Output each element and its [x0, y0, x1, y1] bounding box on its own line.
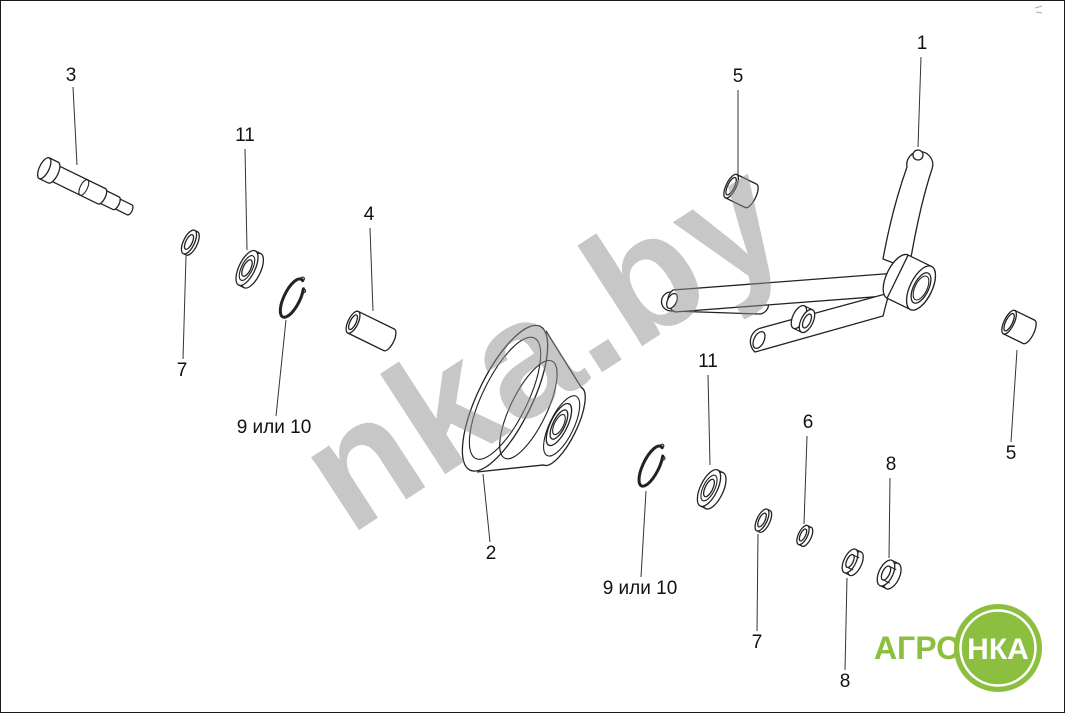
big-boss	[882, 253, 937, 311]
part-9-10-snap-ring-b	[637, 443, 666, 488]
corner-mark	[1034, 5, 1043, 14]
leader-line	[640, 490, 647, 578]
lower-plate-eye	[752, 330, 766, 350]
leader-line	[72, 86, 78, 166]
part-5-bushing-a	[723, 173, 759, 209]
leader-line	[482, 473, 491, 543]
leader-line	[844, 577, 848, 671]
part-8-nut-a	[841, 548, 864, 577]
leader-line	[756, 533, 759, 632]
logo-nka-text: НКА	[967, 633, 1029, 666]
leader-line	[275, 319, 287, 417]
leader-line	[803, 435, 808, 525]
watermark-text: nka.by	[268, 120, 817, 566]
part-2-roller	[461, 324, 586, 473]
part-label-8-b: 8	[840, 671, 851, 692]
part-label-5-a: 5	[733, 66, 744, 87]
part-4-spacer-sleeve	[345, 310, 397, 352]
leader-line	[707, 374, 711, 466]
leader-lines	[72, 56, 1018, 671]
part-1-lever-arm-assembly	[660, 149, 937, 353]
logo-circle-ring	[959, 609, 1037, 687]
part-3-bolt	[36, 156, 134, 216]
logo-agro-text: АГРО	[874, 630, 961, 666]
part-8-nut-b	[876, 559, 902, 590]
part-9-10-snap-ring-a	[278, 276, 307, 319]
part-label-8-a: 8	[886, 454, 897, 475]
part-7-washer-b	[754, 508, 773, 533]
part-labels: 3 11 4 5 1 7 9 или 10 2 11 9 или 10 6 7 …	[66, 33, 1017, 692]
leader-line	[182, 255, 187, 360]
upper-plate-eye	[665, 292, 679, 310]
leader-line	[369, 227, 374, 312]
part-5-bushing-b	[1001, 309, 1037, 345]
part-11-bearing-a	[235, 249, 265, 289]
part-label-9-10-b: 9 или 10	[603, 578, 678, 599]
part-label-7-b: 7	[752, 632, 763, 653]
part-label-11-b: 11	[698, 351, 718, 372]
part-label-4: 4	[364, 204, 375, 225]
part-label-1: 1	[917, 33, 928, 54]
mid-boss	[790, 304, 816, 334]
part-label-5-b: 5	[1006, 443, 1017, 464]
leader-line	[244, 148, 248, 251]
part-label-2: 2	[486, 543, 497, 564]
part-label-6: 6	[803, 412, 814, 433]
part-label-3: 3	[66, 65, 77, 86]
part-label-11-a: 11	[235, 125, 255, 146]
leader-line	[1010, 349, 1018, 443]
part-label-7-a: 7	[177, 360, 188, 381]
part-7-washer-a	[180, 229, 200, 256]
logo-circle	[954, 604, 1042, 692]
leader-line	[917, 56, 922, 148]
part-6-washer	[796, 524, 814, 548]
part-11-bearing-b	[696, 468, 727, 510]
lever-plate	[882, 150, 934, 270]
lever-hole	[912, 149, 924, 161]
leader-line	[888, 477, 891, 559]
part-label-9-10-a: 9 или 10	[237, 417, 312, 438]
lower-link-plate	[749, 292, 890, 353]
logo: АГРО НКА	[874, 604, 1042, 692]
